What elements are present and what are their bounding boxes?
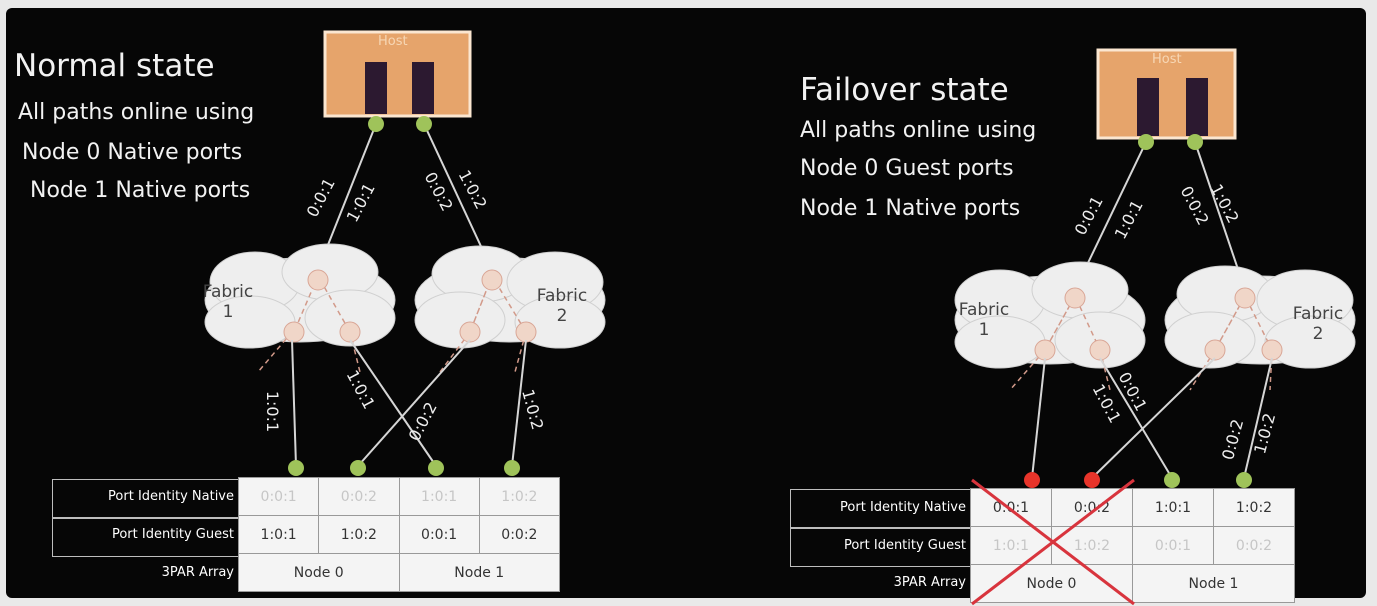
native-port-cell: 0:0:2 xyxy=(1051,488,1133,527)
row-label-array: 3PAR Array xyxy=(893,575,966,590)
native-port-cell: 1:0:2 xyxy=(478,477,561,516)
host-box xyxy=(323,30,472,118)
host-port-1 xyxy=(1138,134,1154,150)
array-port-3 xyxy=(1164,472,1180,488)
array-port-failed-2 xyxy=(1084,472,1100,488)
row-label-native: Port Identity Native xyxy=(840,500,966,515)
host-label: Host xyxy=(1152,52,1182,67)
failover-line-2: Node 0 Guest ports xyxy=(800,156,1014,181)
native-port-cell: 1:0:2 xyxy=(1213,488,1295,527)
failover-line-3: Node 1 Native ports xyxy=(800,196,1021,221)
host-hba-2 xyxy=(1186,78,1208,136)
node-cell: Node 1 xyxy=(1132,564,1295,603)
port-identity-table: 0:0:1 0:0:2 1:0:1 1:0:2 1:0:1 1:0:2 0:0:… xyxy=(970,488,1295,603)
array-port-3 xyxy=(428,460,444,476)
node-cell: Node 1 xyxy=(398,553,560,592)
node-cell: Node 0 xyxy=(970,564,1133,603)
array-port-1 xyxy=(288,460,304,476)
host-hba-1 xyxy=(365,62,387,114)
native-port-cell: 1:0:1 xyxy=(398,477,480,516)
array-port-failed-1 xyxy=(1024,472,1040,488)
native-port-cell: 0:0:1 xyxy=(970,488,1052,527)
row-label-native: Port Identity Native xyxy=(108,489,234,504)
fabric-1-cloud xyxy=(204,243,396,349)
guest-port-cell: 0:0:1 xyxy=(1132,526,1214,565)
normal-line-1: All paths online using xyxy=(18,100,255,125)
array-port-2 xyxy=(350,460,366,476)
port-identity-table: 0:0:1 0:0:2 1:0:1 1:0:2 1:0:1 1:0:2 0:0:… xyxy=(237,477,561,592)
guest-port-cell: 0:0:2 xyxy=(478,515,561,554)
host-label: Host xyxy=(378,34,408,49)
guest-port-cell: 0:0:2 xyxy=(1213,526,1295,565)
array-port-4 xyxy=(1236,472,1252,488)
row-label-array: 3PAR Array xyxy=(161,565,234,580)
guest-port-cell: 1:0:1 xyxy=(237,515,320,554)
normal-state-title: Normal state xyxy=(14,48,215,84)
array-port-4 xyxy=(504,460,520,476)
guest-port-cell: 1:0:1 xyxy=(970,526,1052,565)
host-port-2 xyxy=(1187,134,1203,150)
guest-port-cell: 1:0:2 xyxy=(1051,526,1133,565)
host-hba-1 xyxy=(1137,78,1159,136)
native-port-cell: 1:0:1 xyxy=(1132,488,1214,527)
host-port-2 xyxy=(416,116,432,132)
row-label-guest: Port Identity Guest xyxy=(111,527,234,542)
fabric-2-cloud xyxy=(414,245,606,349)
node-cell: Node 0 xyxy=(238,553,400,592)
path-label: 1:0:1 xyxy=(263,390,283,433)
normal-line-3: Node 1 Native ports xyxy=(30,178,251,203)
host-hba-2 xyxy=(412,62,434,114)
native-port-cell: 0:0:2 xyxy=(318,477,400,516)
host-port-1 xyxy=(368,116,384,132)
native-port-cell: 0:0:1 xyxy=(237,477,320,516)
normal-line-2: Node 0 Native ports xyxy=(22,140,243,165)
guest-port-cell: 0:0:1 xyxy=(398,515,480,554)
failover-state-title: Failover state xyxy=(800,72,1009,108)
row-label-guest: Port Identity Guest xyxy=(843,538,966,553)
guest-port-cell: 1:0:2 xyxy=(318,515,400,554)
failover-line-1: All paths online using xyxy=(800,118,1037,143)
host-box xyxy=(1096,48,1237,140)
